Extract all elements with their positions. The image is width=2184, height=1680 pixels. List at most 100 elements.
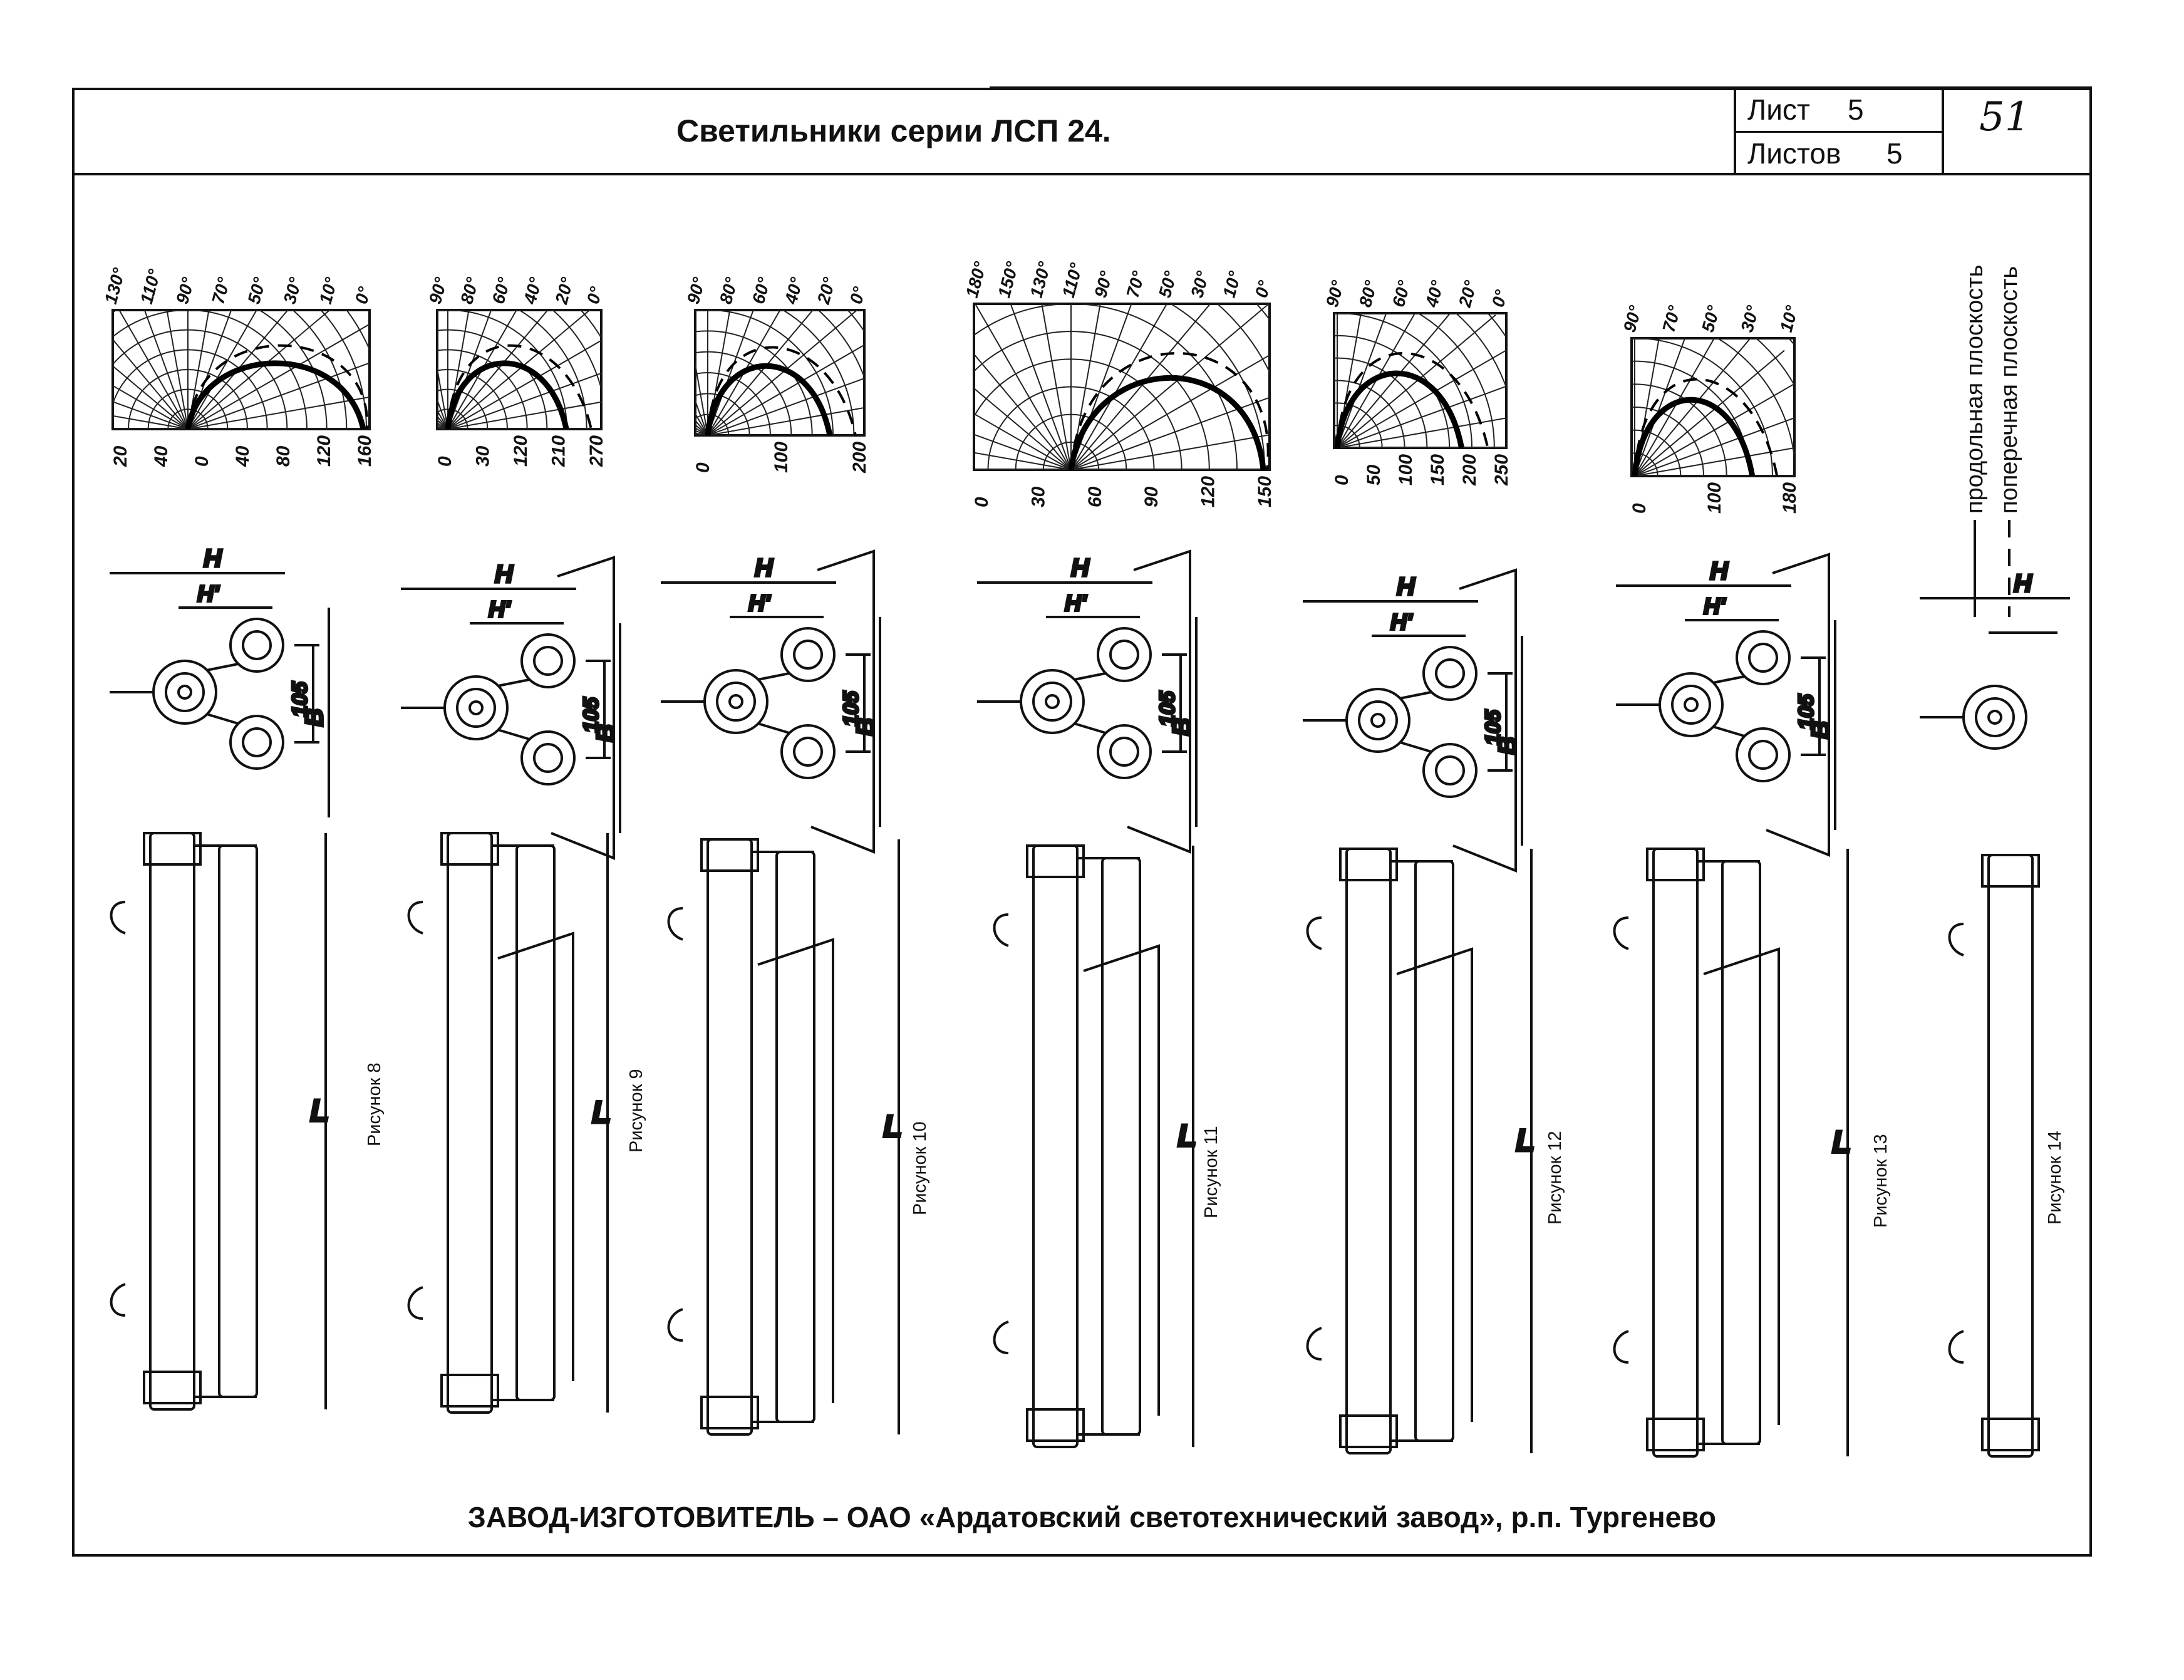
polar-angle-label: 90° (683, 275, 709, 306)
end-cap-top (143, 832, 202, 866)
lamp-holder-ring (1358, 700, 1398, 740)
polar-tick-label: 100 (1395, 454, 1416, 485)
polar-ring (437, 408, 468, 429)
polar-ray (707, 310, 781, 435)
polar-angle-label: 20° (551, 275, 577, 307)
polar-angle-label: 110° (1058, 261, 1087, 300)
dimension-h-label: H (1397, 573, 1415, 601)
polar-angle-label: 40° (1422, 278, 1447, 310)
polar-ring (437, 369, 508, 429)
polar-ray (1334, 445, 1338, 448)
polar-ring (1334, 425, 1360, 448)
polar-ring (437, 349, 528, 429)
holder-arms (1399, 691, 1432, 753)
polar-angle-label: 50° (1155, 269, 1181, 300)
polar-ring (1334, 357, 1428, 448)
dimension-105-label: 105 (1481, 709, 1505, 745)
polar-ray (1070, 304, 1101, 470)
polar-ray (1634, 417, 1794, 476)
side-elevation-8: L (110, 832, 331, 1411)
polar-ray (1010, 304, 1072, 470)
tube-bottom (1422, 743, 1478, 798)
polar-ray (974, 353, 1072, 470)
tube-top-inner (1109, 640, 1139, 670)
dimension-h-label: H (495, 561, 514, 588)
reflector-side (1083, 944, 1160, 1416)
tube-bottom-inner (533, 743, 563, 773)
polar-ray (1337, 417, 1506, 448)
polar-tick-label: 0 (693, 462, 713, 473)
polar-ray (707, 407, 864, 435)
polar-ray (187, 310, 331, 429)
side-elevation-14 (1948, 854, 2040, 1458)
polar-ring (695, 413, 730, 435)
dimension-l-label: L (883, 1109, 903, 1144)
polar-ray (447, 310, 492, 429)
polar-angle-label: 90° (1090, 269, 1116, 300)
lamp-tube-main (149, 832, 195, 1411)
polar-ring (1632, 360, 1751, 476)
tube-top-inner (1748, 643, 1778, 673)
polar-ray (695, 430, 708, 435)
polar-ray (707, 377, 864, 435)
tube-top (1422, 646, 1478, 701)
sheet-value: 5 (1848, 93, 1864, 126)
polar-tick-label: 120 (1198, 476, 1219, 507)
end-cap-bottom (1026, 1408, 1085, 1442)
polar-ray (1070, 354, 1270, 470)
polar-ray (1337, 313, 1416, 448)
polar-ray (447, 310, 517, 429)
tube-bottom (229, 715, 284, 770)
side-elevation-11: L (993, 844, 1198, 1448)
tube-top-inner (793, 640, 823, 670)
polar-ray (1337, 349, 1506, 448)
polar-ray (113, 385, 189, 429)
polar-angle-label: 130° (1027, 259, 1055, 300)
polar-tick-label: 50 (1364, 464, 1384, 485)
polar-ray (1070, 304, 1270, 470)
polar-angle-label: 130° (101, 266, 129, 306)
polar-angle-label: 110° (137, 267, 165, 306)
polar-angle-label: 90° (1322, 278, 1348, 309)
polar-ray (113, 338, 189, 429)
polar-tick-label: 180 (1779, 482, 1800, 514)
polar-tick-label: 80 (273, 445, 294, 467)
lamp-tube-main (706, 838, 753, 1436)
polar-ray (437, 419, 448, 429)
tube-bottom-inner (242, 727, 272, 757)
dimension-105-label: 105 (839, 690, 863, 727)
lamp-holder-ring (1975, 697, 2015, 737)
lamp-tube-second (515, 844, 556, 1401)
polar-ray (1070, 304, 1211, 470)
dimension-l-label: L (1177, 1118, 1197, 1153)
hanging-hooks (993, 913, 1009, 1354)
polar-tick-label: 270 (586, 435, 607, 467)
lamp-holder-body (1962, 685, 2027, 750)
lamp-tube-second (775, 851, 815, 1423)
polar-ray (187, 323, 370, 429)
polar-tick-label: 40 (232, 445, 253, 467)
polar-angle-label: 70° (1659, 303, 1684, 334)
dimension-b-label: B (1168, 718, 1196, 736)
lamp-holder-ring (716, 682, 756, 722)
lamp-tube-second (218, 844, 258, 1398)
end-cap-bottom (1339, 1414, 1398, 1448)
polar-angle-label: 0° (583, 284, 606, 306)
polar-ring (987, 386, 1155, 470)
dimension-l-label: L (1832, 1124, 1851, 1159)
polar-ring (695, 351, 792, 435)
polar-angle-label: 10° (316, 275, 341, 306)
dimension-105-label: 105 (579, 697, 603, 733)
solid-intensity-curve (1632, 397, 1756, 476)
side-elevation-9: L (407, 832, 613, 1414)
end-cap-top (1646, 848, 1705, 881)
polar-tick-label: 0 (435, 456, 455, 467)
polar-angle-label: 10° (1776, 303, 1802, 334)
end-cap-top (1981, 854, 2040, 888)
polar-ring (1042, 441, 1100, 470)
tube-bottom-inner (1435, 755, 1465, 786)
polar-ray (1334, 437, 1338, 448)
holder-arms (1074, 672, 1106, 734)
